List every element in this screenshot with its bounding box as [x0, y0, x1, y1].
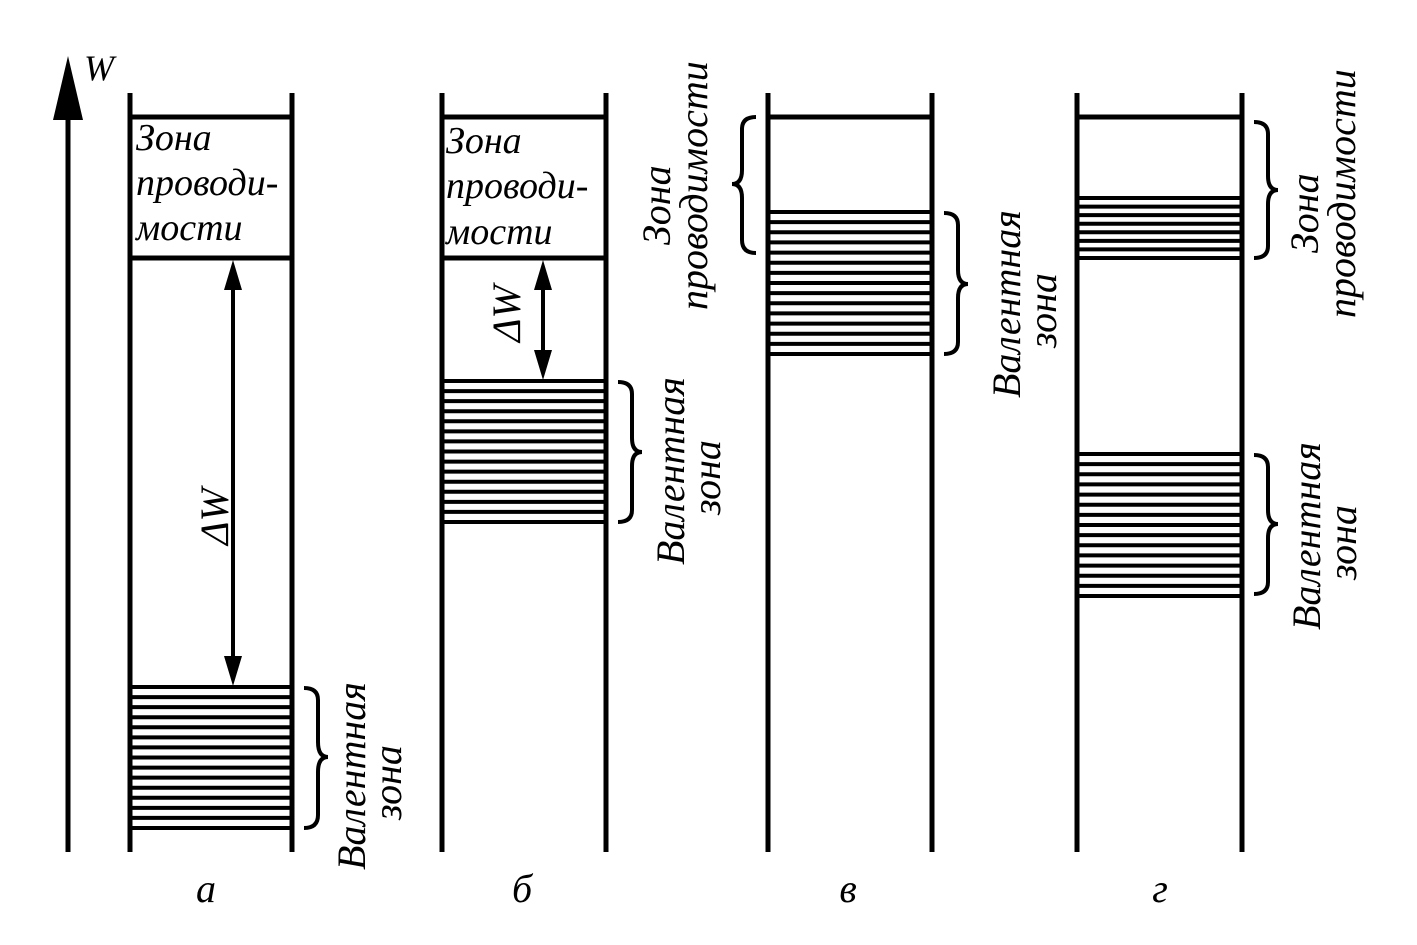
panel-v-valence-levels	[768, 210, 932, 356]
panel-g-valence-levels	[1077, 452, 1242, 598]
panel-b-valence-label: Валентная зона	[648, 367, 729, 565]
panel-b-valence-brace	[617, 380, 643, 524]
panel-v-conduction-brace	[731, 115, 757, 255]
panel-b-valence-levels	[442, 379, 606, 524]
panel-g-conduction-brace	[1253, 120, 1279, 260]
panel-b-gap-arrow	[534, 260, 552, 380]
panel-g-conduction-label: Зона проводимости	[1282, 69, 1364, 318]
panel-a-valence-brace	[303, 686, 329, 830]
axis-label: W	[84, 48, 117, 88]
panel-a-gap-label: ΔW	[192, 485, 237, 547]
panel-a-caption: а	[196, 866, 216, 911]
panel-g-valence-brace	[1253, 453, 1279, 596]
panel-g-conduction-levels	[1077, 196, 1242, 260]
panel-b-caption: б	[512, 866, 534, 911]
panel-g-valence-label: Валентная зона	[1284, 432, 1365, 630]
panel-a-valence-levels	[130, 685, 292, 830]
axis-arrow-head	[53, 56, 83, 120]
panel-a-valence-label: Валентная зона	[329, 672, 410, 870]
panel-g-caption: г	[1152, 866, 1168, 911]
panel-b: Зона проводи- мости ΔW Валентная зона б	[439, 93, 729, 911]
panel-a: Зона проводи- мости ΔW Валентная зона а	[127, 93, 410, 911]
panel-v-valence-brace	[943, 211, 969, 356]
panel-b-conduction-label: Зона проводи- мости	[444, 120, 598, 253]
panel-b-gap-label: ΔW	[484, 282, 529, 344]
panel-v-valence-label: Валентная зона	[984, 200, 1065, 398]
panel-g: Зона проводимости Валентная зона г	[1074, 69, 1365, 911]
panel-v: Зона проводимости Валентная зона в	[634, 61, 1065, 911]
panel-v-conduction-label: Зона проводимости	[634, 61, 716, 310]
panel-a-conduction-label: Зона проводи- мости	[134, 117, 288, 249]
panel-a-gap-arrow	[224, 260, 242, 686]
energy-axis: W	[53, 48, 117, 852]
panel-v-caption: в	[839, 866, 856, 911]
